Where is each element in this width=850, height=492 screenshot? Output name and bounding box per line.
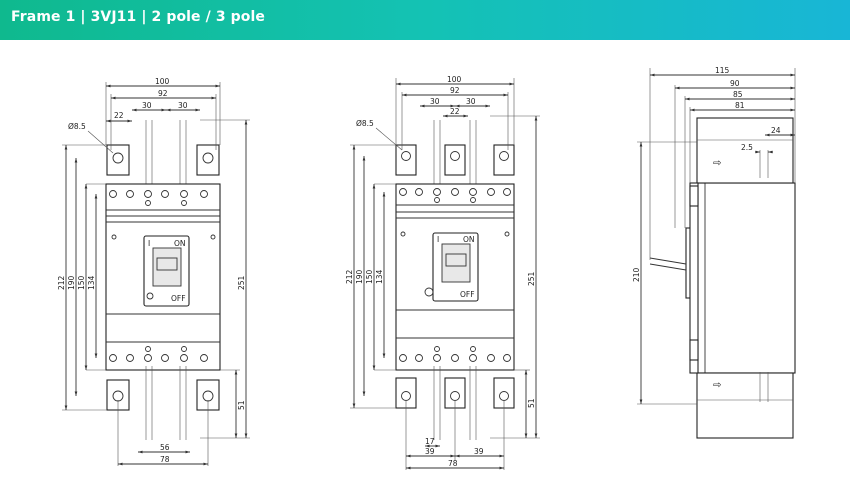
dim-pitch-30a-3p: 30 [430,97,440,106]
dim-bottom-78: 78 [160,455,170,464]
dim-center-22-3p: 22 [450,107,460,116]
dim-h-51: 51 [237,400,246,410]
dim-h-134-3p: 134 [375,269,384,284]
dim-h-210: 210 [632,267,641,282]
terminal-screws-bottom-3p [399,346,511,362]
label-off-3p: OFF [460,290,475,299]
terminal-bars-bottom [106,366,220,440]
dim-pitch-30a: 30 [142,101,152,110]
arrow-icon-top: ⇨ [713,158,721,169]
dim-bottom-17-3p: 17 [425,437,435,446]
terminal-screws-bottom [109,346,208,362]
dim-pitch-30b: 30 [178,101,188,110]
label-off: OFF [171,294,186,303]
dim-width-92: 92 [158,89,168,98]
dim-h-134: 134 [87,275,96,290]
dim-depth-81: 81 [735,101,745,110]
terminal-bars-top-3p [395,120,515,188]
front-view-2pole: I ON OFF 1 [57,77,250,466]
dim-h-51-3p: 51 [527,398,536,408]
dim-h-251-3p: 251 [527,271,536,286]
dim-offset-22: 22 [114,111,124,120]
toggle-handle-3p[interactable] [441,243,471,283]
dim-width-100-3p: 100 [447,75,462,84]
label-i: I [148,239,150,248]
side-body [696,182,796,374]
terminal-screws-top-3p [399,188,511,203]
dim-24: 24 [771,126,781,135]
header-banner: Frame 1 | 3VJ11 | 2 pole / 3 pole [0,0,850,40]
dim-depth-90: 90 [730,79,740,88]
arrow-icon-bottom: ⇨ [713,380,721,391]
side-view: ⇨ ⇨ 115 90 85 81 24 2.5 210 [632,66,796,439]
dim-pitch-30b-3p: 30 [466,97,476,106]
label-i-3p: I [437,235,439,244]
terminal-bars-top [106,120,220,188]
label-on: ON [174,239,186,248]
dim-h-251: 251 [237,275,246,290]
dim-width-100: 100 [155,77,170,86]
page-title: Frame 1 | 3VJ11 | 2 pole / 3 pole [11,9,265,25]
dim-width-92-3p: 92 [450,86,460,95]
dim-h-190: 190 [67,275,76,290]
front-view-3pole: I ON OFF [345,75,540,470]
dim-h-150: 150 [77,275,86,290]
dim-bottom-39b-3p: 39 [474,447,484,456]
terminal-screws-top [109,190,208,206]
dimension-drawing: I ON OFF 1 [57,66,796,470]
dim-bottom-39a-3p: 39 [425,447,435,456]
dim-hole: Ø8.5 [68,122,86,131]
dim-h-212-3p: 212 [345,269,354,284]
dim-2-5: 2.5 [741,143,753,152]
dim-hole-3p: Ø8.5 [356,119,374,128]
dim-h-212: 212 [57,275,66,290]
dim-depth-85: 85 [733,90,743,99]
dim-h-150-3p: 150 [365,269,374,284]
label-on-3p: ON [463,235,475,244]
dim-depth-115: 115 [715,66,730,75]
dim-h-190-3p: 190 [355,269,364,284]
toggle-handle[interactable] [152,247,182,287]
dim-bottom-56: 56 [160,443,170,452]
dim-bottom-78-3p: 78 [448,459,458,468]
